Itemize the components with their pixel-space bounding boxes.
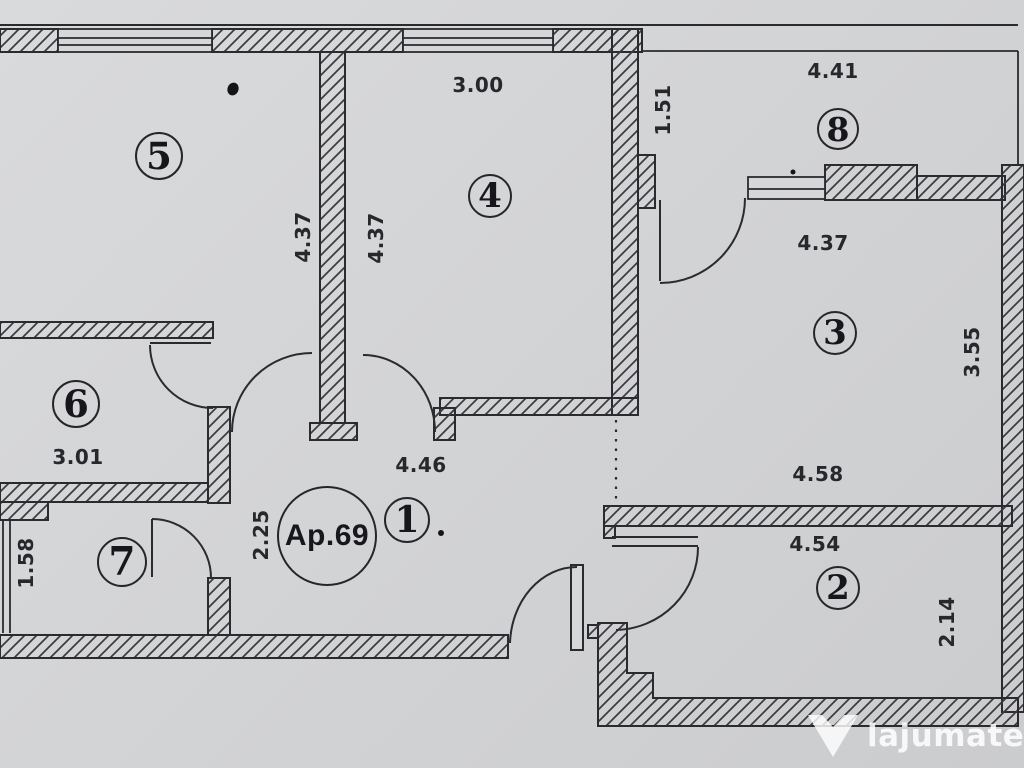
door-arc	[151, 518, 212, 579]
lajumate-logo-icon	[808, 715, 858, 757]
dimension-label-3.00: 3.00	[452, 73, 504, 97]
wall-segment	[0, 501, 49, 521]
room-circle-1: 1	[384, 497, 430, 543]
apartment-number-circle: Ap.69	[277, 486, 377, 586]
wall-segment	[207, 577, 231, 636]
dimension-label-4.46: 4.46	[395, 453, 447, 477]
room-circle-3: 3	[813, 311, 857, 355]
wall-segment	[637, 154, 656, 209]
door-arc	[362, 354, 436, 433]
wall-segment	[916, 175, 1006, 201]
door-arc	[615, 546, 699, 631]
window	[402, 28, 554, 53]
dimension-label-4.41: 4.41	[807, 59, 859, 83]
wall-segment	[207, 406, 231, 504]
dimension-label-1.51: 1.51	[651, 84, 675, 136]
wall-segment	[0, 482, 209, 503]
walls-group	[0, 28, 1024, 727]
room-circle-7: 7	[97, 537, 147, 587]
ink-dot	[790, 169, 796, 175]
entrance-steps-wall	[597, 622, 1019, 727]
dimension-label-2.25: 2.25	[249, 509, 273, 561]
doors-group	[149, 197, 746, 651]
window	[747, 176, 826, 200]
dimension-label-3.01: 3.01	[52, 445, 104, 469]
dimension-label-4.37: 4.37	[291, 211, 315, 263]
wall-segment	[603, 525, 616, 539]
dimension-label-4.37: 4.37	[797, 231, 849, 255]
entrance-door-leaf	[570, 564, 584, 651]
windows-group	[2, 28, 1019, 633]
dimension-label-1.58: 1.58	[14, 537, 38, 589]
ink-blot	[227, 82, 239, 96]
wall-segment	[439, 397, 639, 416]
door-arc	[659, 197, 746, 284]
room-circle-5: 5	[135, 132, 183, 180]
door-arc	[509, 566, 578, 644]
door-arc	[149, 344, 214, 409]
wall-segment	[587, 624, 599, 639]
dimension-label-4.54: 4.54	[789, 532, 841, 556]
room-circle-2: 2	[816, 566, 860, 610]
wall-segment	[309, 422, 358, 441]
wall-segment	[0, 634, 509, 659]
window	[57, 28, 213, 53]
wall-segment	[603, 505, 1013, 527]
room-circle-8: 8	[817, 108, 859, 150]
wall-segment	[0, 321, 214, 339]
room-circle-4: 4	[468, 174, 512, 218]
ink-dot	[438, 530, 444, 536]
ink-marks	[227, 82, 796, 536]
dimension-label-4.37: 4.37	[364, 212, 388, 264]
watermark-brand: lajumate	[867, 717, 1024, 754]
dimension-label-3.55: 3.55	[960, 326, 984, 378]
room-circle-6: 6	[52, 380, 100, 428]
door-arc	[231, 352, 313, 433]
watermark: lajumate .ro	[806, 714, 1024, 758]
dimension-label-4.58: 4.58	[792, 462, 844, 486]
dimension-label-2.14: 2.14	[935, 596, 959, 648]
